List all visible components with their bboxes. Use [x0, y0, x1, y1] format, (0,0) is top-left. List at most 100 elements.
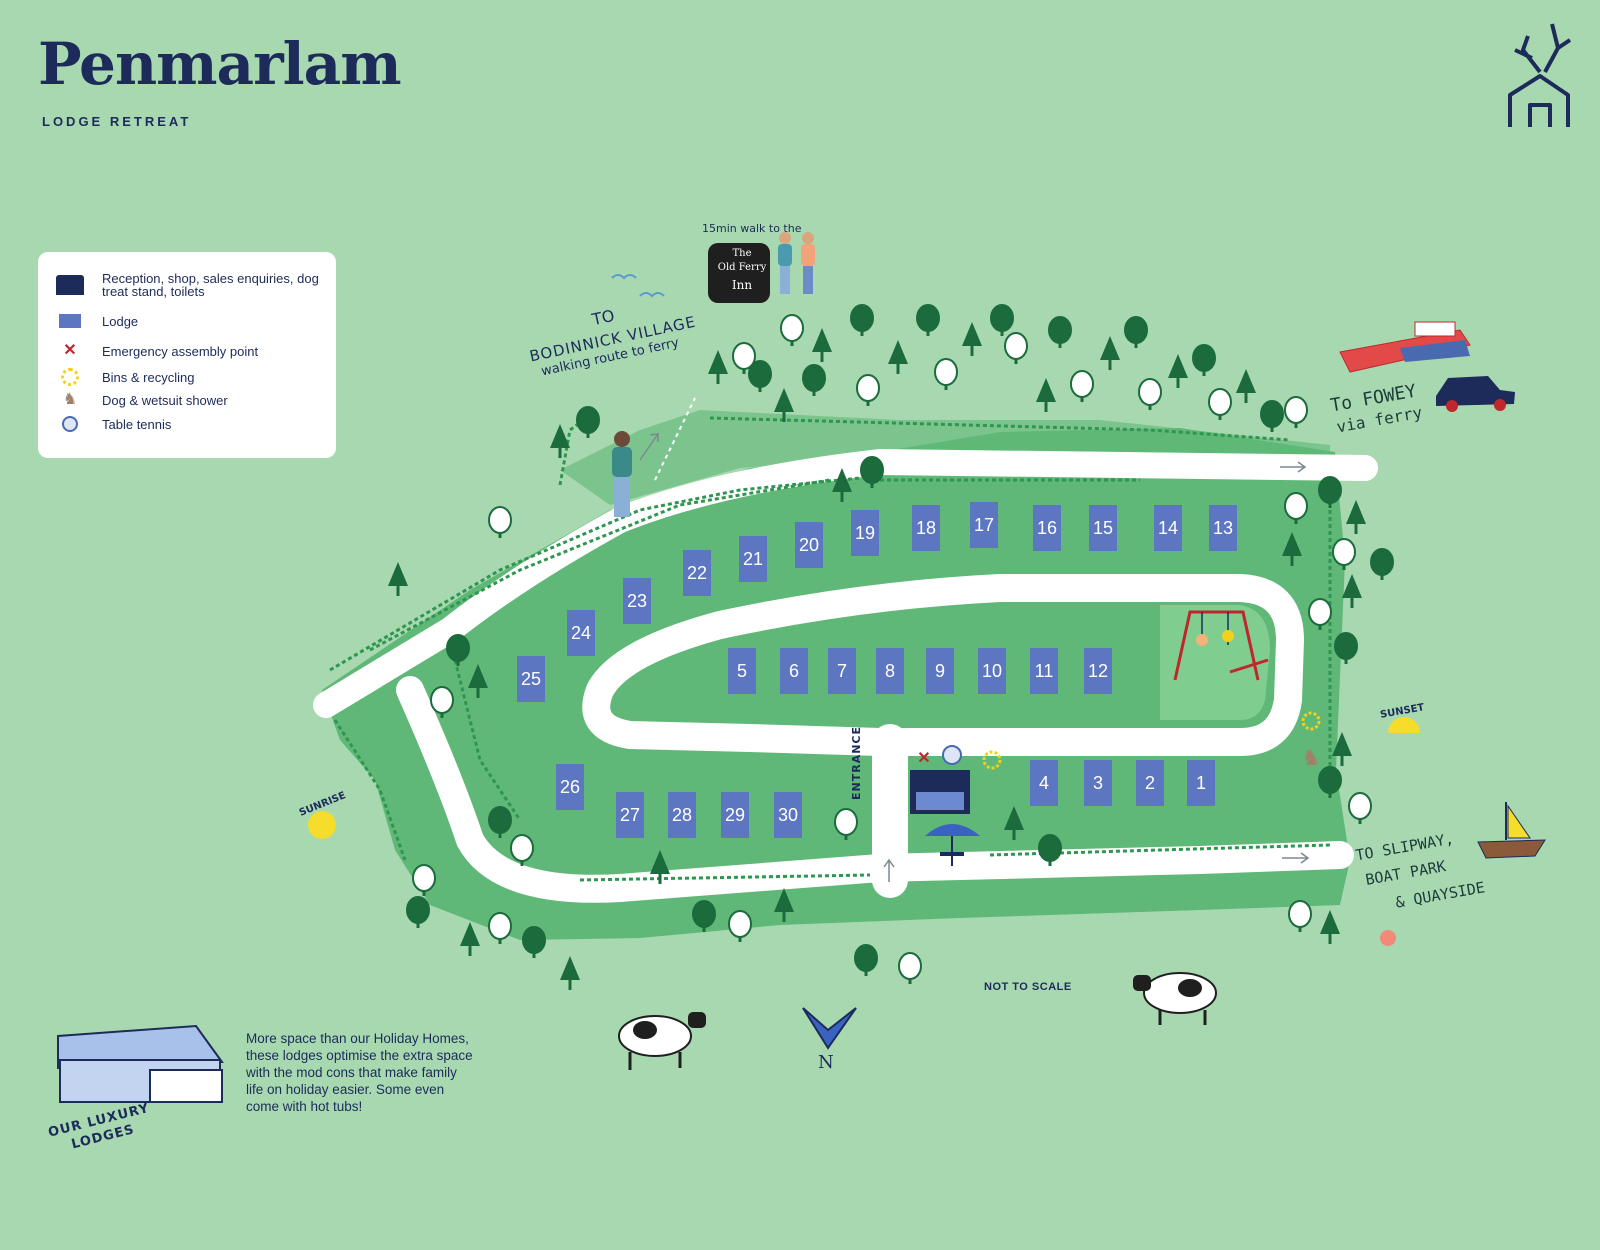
- lodge-6[interactable]: 6: [780, 648, 808, 694]
- logo-antlers: [1514, 23, 1572, 74]
- tree-icon: [774, 888, 794, 922]
- car-icon: [1436, 376, 1515, 412]
- lodge-14[interactable]: 14: [1154, 505, 1182, 551]
- lodge-23[interactable]: 23: [623, 578, 651, 624]
- tree-icon: [732, 342, 756, 374]
- lodge-3[interactable]: 3: [1084, 760, 1112, 806]
- tree-trunk: [1350, 596, 1354, 608]
- tree-canopy: [834, 808, 858, 836]
- tree-canopy: [1284, 396, 1308, 424]
- lodge-27[interactable]: 27: [616, 792, 644, 838]
- deer-house-icon: [1508, 23, 1572, 127]
- lodge-22[interactable]: 22: [683, 550, 711, 596]
- tree-trunk: [1244, 391, 1248, 403]
- tree-trunk: [468, 944, 472, 956]
- lodge-block: [556, 764, 584, 810]
- tree-icon: [412, 864, 436, 896]
- lodge-2[interactable]: 2: [1136, 760, 1164, 806]
- tree-canopy: [812, 328, 832, 352]
- cow-icon: [618, 1012, 706, 1070]
- tree-canopy: [1348, 792, 1372, 820]
- tree-trunk: [1290, 554, 1294, 566]
- tree-canopy: [1288, 900, 1312, 928]
- entrance-label: ENTRANCE: [850, 726, 863, 800]
- reception-building[interactable]: [910, 770, 970, 814]
- tree-canopy: [916, 304, 940, 332]
- lodge-13[interactable]: 13: [1209, 505, 1237, 551]
- tree-canopy: [1208, 388, 1232, 416]
- tree-canopy: [832, 468, 852, 492]
- inn-name-line: Inn: [731, 278, 753, 292]
- tree-icon: [1004, 332, 1028, 364]
- lodge-21[interactable]: 21: [739, 536, 767, 582]
- hedge: [709, 416, 1291, 442]
- lodge-24[interactable]: 24: [567, 610, 595, 656]
- tree-icon: [1348, 792, 1372, 824]
- lodge-8[interactable]: 8: [876, 648, 904, 694]
- cow-icon: [1133, 972, 1217, 1025]
- lodge-number: 21: [743, 549, 763, 569]
- lodge-7[interactable]: 7: [828, 648, 856, 694]
- lodge-number: 9: [935, 661, 945, 681]
- tree-canopy: [748, 360, 772, 388]
- assembly-point-icon: ✕: [63, 342, 77, 359]
- tree-canopy: [468, 664, 488, 688]
- lodge-26[interactable]: 26: [556, 764, 584, 810]
- tree-canopy: [406, 896, 430, 924]
- tree-icon: [1370, 548, 1394, 580]
- lodge-30[interactable]: 30: [774, 792, 802, 838]
- tree-canopy: [854, 944, 878, 972]
- lodge-29[interactable]: 29: [721, 792, 749, 838]
- legend-label: Reception, shop, sales enquiries, dog tr…: [102, 271, 319, 299]
- tree-icon: [1332, 538, 1356, 570]
- tree-icon: [1284, 492, 1308, 524]
- child-figure: [1222, 630, 1234, 642]
- walker-body: [801, 244, 815, 266]
- tree-icon: [832, 468, 852, 502]
- lodge-9[interactable]: 9: [926, 648, 954, 694]
- tree-icon: [1284, 396, 1308, 428]
- lodge-number: 20: [799, 535, 819, 555]
- legend-item-table-tennis: Table tennis: [38, 416, 327, 432]
- tree-trunk: [782, 910, 786, 922]
- lodge-block: [567, 610, 595, 656]
- arrow-right-icon: [1282, 852, 1310, 864]
- tree-icon: [406, 896, 430, 928]
- tree-icon: [468, 664, 488, 698]
- dog-shower-icon: ♞: [62, 391, 78, 408]
- tree-icon: [1236, 369, 1256, 403]
- lodge-17[interactable]: 17: [970, 502, 998, 548]
- arrow-right-icon: [1280, 461, 1307, 473]
- tree-canopy: [1168, 354, 1188, 378]
- hiker-body: [612, 447, 632, 477]
- tree-icon: [1100, 336, 1120, 370]
- lodge-12[interactable]: 12: [1084, 648, 1112, 694]
- tree-canopy: [1284, 492, 1308, 520]
- lodge-5[interactable]: 5: [728, 648, 756, 694]
- lodge-1[interactable]: 1: [1187, 760, 1215, 806]
- tree-icon: [934, 358, 958, 390]
- lodge-15[interactable]: 15: [1089, 505, 1117, 551]
- car-body: [1436, 376, 1515, 406]
- walk-note: 15min walk to the: [702, 222, 802, 235]
- cow-head: [1133, 975, 1151, 991]
- lodge-20[interactable]: 20: [795, 522, 823, 568]
- tree-icon: [812, 328, 832, 362]
- lodge-19[interactable]: 19: [851, 510, 879, 556]
- lodge-16[interactable]: 16: [1033, 505, 1061, 551]
- lodge-18[interactable]: 18: [912, 505, 940, 551]
- trees: [388, 304, 1394, 990]
- lodge-11[interactable]: 11: [1030, 648, 1058, 694]
- tree-icon: [446, 634, 470, 666]
- tree-trunk: [558, 446, 562, 458]
- lodge-number: 5: [737, 661, 747, 681]
- tree-icon: [560, 956, 580, 990]
- lodge-25[interactable]: 25: [517, 656, 545, 702]
- lodge-28[interactable]: 28: [668, 792, 696, 838]
- lodge-4[interactable]: 4: [1030, 760, 1058, 806]
- lodge-number: 14: [1158, 518, 1178, 538]
- ferry-boat: [1339, 321, 1471, 373]
- lodge-10[interactable]: 10: [978, 648, 1006, 694]
- tree-canopy: [856, 374, 880, 402]
